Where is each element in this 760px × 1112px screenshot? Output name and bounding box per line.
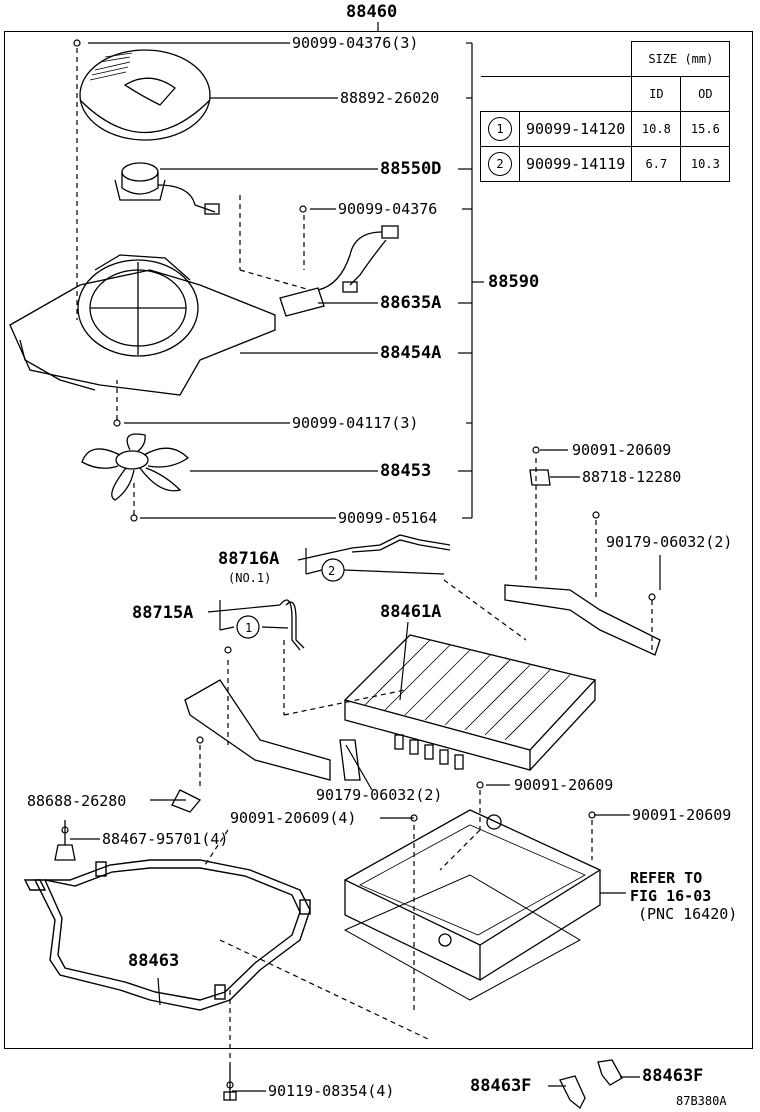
label-small-bracket-right: 88463F [642,1066,704,1086]
callout-circle-2 [321,558,345,582]
pipes [279,534,451,651]
table-row: 1 90099-14120 10.8 15.6 [480,111,731,147]
wire-harness [279,225,399,317]
size-row-part: 90099-14119 [518,146,633,182]
screws [61,39,656,1089]
assembly-number-88460: 88460 [346,2,398,22]
label-bolt-right: 90179-06032(2) [606,533,733,551]
label-motor-cover: 88892-26020 [340,89,440,107]
label-nut-fan: 90099-05164 [338,509,438,527]
label-pipe-no1-sub: (NO.1) [228,571,272,585]
condenser [343,634,597,771]
size-row-od: 10.3 [680,146,731,182]
motor-cover [79,49,211,141]
size-table-col-od: OD [680,76,731,112]
size-row-mark: 1 [488,117,512,141]
base-frame [23,859,311,1011]
callout-number-1: 1 [245,621,253,635]
callout-number-2: 2 [328,564,336,578]
label-screw-shroud: 90099-04117(3) [292,414,419,432]
size-row-part: 90099-14120 [518,111,633,147]
label-small-bracket-left: 88463F [470,1076,532,1096]
label-fan-shroud: 88454A [380,343,442,363]
size-row-id: 10.8 [631,111,682,147]
bolt [223,1065,237,1101]
label-fan: 88453 [380,461,432,481]
label-condenser: 88461A [380,602,442,622]
right-bracket [504,469,661,656]
label-pipe-no1: 88716A [218,549,280,569]
small-brackets [559,1059,623,1110]
label-nut-right: 90091-20609 [632,806,732,824]
fan-shroud [9,254,276,396]
fan-motor [114,162,220,215]
figure-code: 87B380A [676,1094,727,1108]
size-row-mark: 2 [488,152,512,176]
assembly-number-88590: 88590 [488,272,540,292]
size-row-od: 15.6 [680,111,731,147]
refer-line-2: FIG 16-03 [630,887,712,905]
size-table: SIZE (mm) ID OD 1 90099-14120 10.8 15.6 … [480,41,731,182]
label-nut-radiator: 90091-20609(4) [230,809,357,827]
cooling-fan [81,433,190,501]
label-clamp: 88718-12280 [582,468,682,486]
refer-line-3: (PNC 16420) [638,905,738,923]
label-screw-connector: 90099-04376 [338,200,438,218]
label-left-bracket: 88688-26280 [27,792,127,810]
label-base-frame: 88463 [128,951,180,971]
label-screw-top: 90099-04376(3) [292,34,419,52]
left-bracket [171,679,361,813]
radiator-unit [343,809,602,1001]
label-fan-motor: 88550D [380,159,442,179]
size-table-title: SIZE (mm) [631,41,731,77]
label-wire-harness: 88635A [380,293,442,313]
label-clip: 88467-95701(4) [102,830,229,848]
table-row: 2 90099-14119 6.7 10.3 [480,146,731,182]
label-pipe: 88715A [132,603,194,623]
diagram-frame [4,31,753,1049]
label-nut-condenser: 90091-20609 [514,776,614,794]
callout-circle-1 [236,615,260,639]
clip [54,820,76,861]
leader-lines [70,42,661,1092]
refer-line-1: REFER TO [630,869,703,887]
label-bolt-bottom: 90119-08354(4) [268,1082,395,1100]
label-nut-bracket: 90091-20609 [572,441,672,459]
size-row-id: 6.7 [631,146,682,182]
label-bolt-left: 90179-06032(2) [316,786,443,804]
size-table-col-id: ID [631,76,682,112]
